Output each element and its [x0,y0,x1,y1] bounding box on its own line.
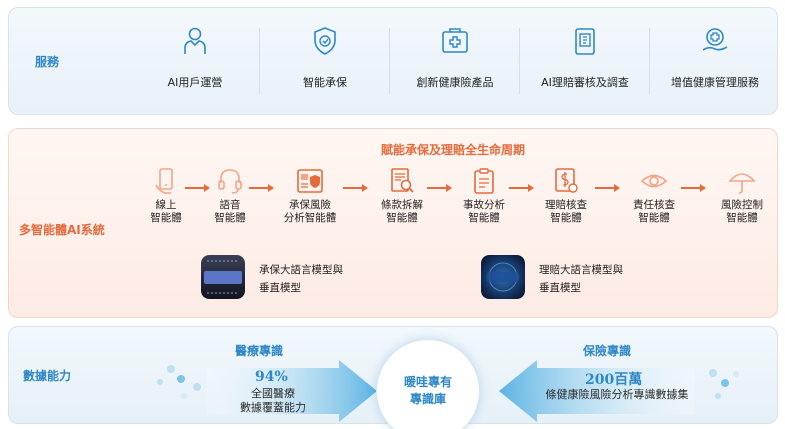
flow-arrow-icon [343,184,368,192]
agent-risk-control: 風險控制智能體 [707,167,777,225]
decor-dot [733,371,739,377]
agent-label-line2: 智能體 [638,212,670,224]
service-label: AI理賠審核及調查 [541,76,629,89]
medical-knowledge-title: 醫療專識 [235,344,284,358]
flow-arrow-icon [249,184,274,192]
divider [519,28,520,94]
knowledge-base-circle: 暖哇專有 專識庫 [376,339,480,429]
agent-accident-analysis: 事故分析智能體 [449,167,519,225]
agent-clause-decomposition: 條款拆解智能體 [367,167,437,225]
agent-label-line1: 承保風險 [289,199,331,211]
model-label-line1: 理賠大語言模型與 [539,264,623,276]
agent-label-line1: 責任核查 [633,199,675,211]
agent-liability-check: 責任核查智能體 [619,167,689,225]
knowledge-base-line2: 專識庫 [409,392,446,406]
agents-panel: 多智能體AI系統 賦能承保及理賠全生命周期 線上智能體 語音智能體 承保風險分析… [8,128,778,318]
right-arrow-icon [207,360,377,422]
service-smart-underwriting: 智能承保 [261,20,389,104]
decor-dot [167,365,175,373]
flow-arrow-icon [681,184,706,192]
agents-system-label: 多智能體AI系統 [19,223,105,237]
service-label: AI用戶運營 [167,76,223,89]
service-claims-review: AI理賠審核及調查 [521,20,649,104]
eye-icon [640,174,668,188]
alamos-logo-icon [201,255,245,299]
divider [259,28,260,94]
agent-label-line1: 語音 [219,199,241,211]
shield-icon [314,27,336,55]
medical-coverage-line1: 全國醫療 [251,387,295,400]
agent-label-line1: 風險控制 [721,199,763,211]
headset-icon [218,169,242,194]
flow-arrow-icon [595,184,620,192]
flow-arrow-icon [185,184,210,192]
decor-dot [715,393,721,399]
document-clipboard-icon [575,28,595,55]
agent-label-line2: 智能體 [214,212,246,224]
services-label: 服務 [35,55,60,69]
agent-label-line1: 條款拆解 [381,199,423,211]
agent-voice: 語音智能體 [195,167,265,225]
health-hand-icon [702,28,728,51]
agent-label-line2: 智能體 [550,212,582,224]
service-user-operations: AI用戶運營 [131,20,259,104]
decor-dot [193,383,201,391]
insurance-knowledge-title: 保險專識 [583,344,632,358]
lop-nur-logo-icon [481,255,525,299]
risk-analysis-icon [297,169,323,193]
agent-label-line2: 智能體 [150,212,182,224]
phone-hand-icon [155,168,173,194]
agent-label-line1: 線上 [155,199,177,211]
data-capability-label: 數據能力 [23,369,72,383]
claim-check-icon [555,168,578,193]
service-label: 創新健康險產品 [416,76,494,89]
service-health-products: 創新健康險產品 [391,20,519,104]
insurance-dataset-value: 200百萬 [585,372,643,388]
decor-dot [709,369,717,377]
agent-label-line2: 智能體 [468,212,500,224]
agent-label-line1: 事故分析 [463,199,505,211]
medical-coverage-line2: 數據覆蓋能力 [240,401,306,414]
medical-coverage-value: 94% [255,369,288,385]
agent-underwriting-risk: 承保風險分析智能體 [275,167,345,225]
left-arrow-icon [499,360,695,422]
service-label: 增值健康管理服務 [671,76,759,89]
model-label-line1: 承保大語言模型與 [259,264,343,276]
service-health-management: 增值健康管理服務 [651,20,779,104]
medical-cross-icon [442,28,468,53]
model-label-line2: 垂直模型 [259,282,301,294]
clipboard-icon [474,168,494,194]
decor-dot [157,379,163,385]
decor-dot [721,379,729,387]
flow-arrow-icon [509,184,534,192]
agent-label-line1: 理賠核查 [545,199,587,211]
agents-title: 賦能承保及理賠全生命周期 [380,143,525,157]
service-label: 智能承保 [303,76,347,89]
document-search-icon [391,168,414,193]
flow-arrow-icon [427,184,452,192]
insurance-dataset-label: 條健康險風險分析專識數據集 [545,388,689,401]
decor-dot [181,393,187,399]
agent-claims-verification: 理賠核查智能體 [531,167,601,225]
agent-label-line2: 智能體 [726,212,758,224]
divider [389,28,390,94]
medical-coverage-label: 全國醫療 數據覆蓋能力 [223,387,323,415]
umbrella-icon [728,173,756,194]
agent-label-line2: 分析智能體 [283,212,337,224]
decor-dot [177,375,185,383]
person-icon [184,27,206,54]
knowledge-base-line1: 暖哇專有 [403,375,452,389]
services-panel: 服務 AI用戶運營 智能承保 創新健康險產品 AI理賠審核及調查 [8,7,778,115]
agent-label-line2: 智能體 [386,212,418,224]
data-capability-panel: 數據能力 醫療專識 94% 全國醫療 數據覆蓋能力 暖哇專有 專識庫 保險專識 … [8,326,778,429]
divider [649,28,650,94]
agent-online: 線上智能體 [131,167,201,225]
model-label-line2: 垂直模型 [539,282,581,294]
